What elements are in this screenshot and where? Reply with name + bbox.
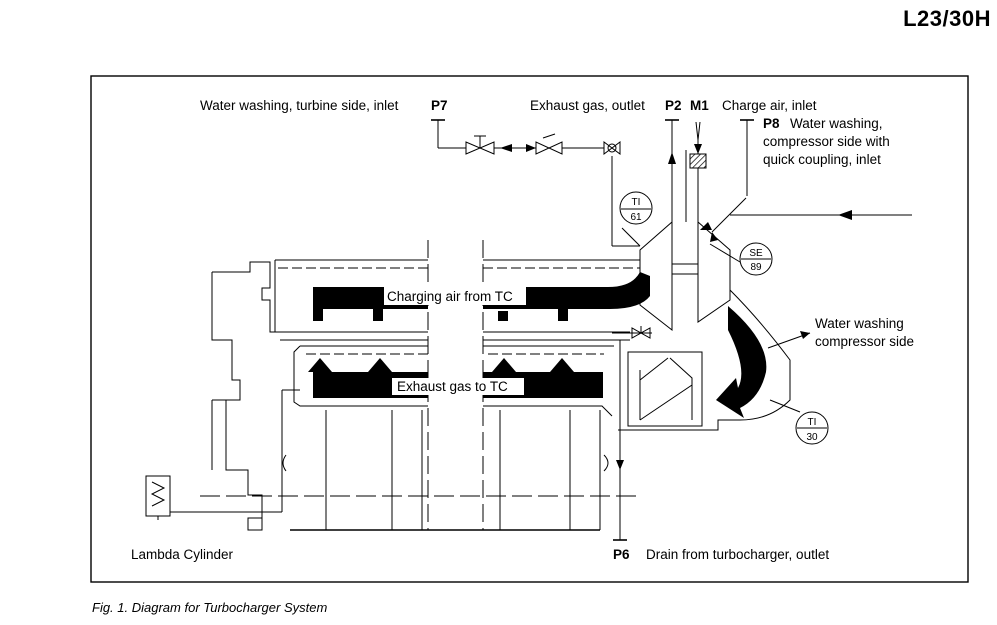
instrument-ti30: TI 30 <box>795 411 829 445</box>
instrument-ti61: TI 61 <box>619 191 653 225</box>
label-lambda: Lambda Cylinder <box>131 547 234 562</box>
label-p8-line1: Water washing, <box>790 116 883 131</box>
flow-arrows <box>500 144 852 470</box>
svg-text:89: 89 <box>750 262 762 273</box>
engine-outline <box>200 240 640 531</box>
compressor-flow-arrow <box>716 306 767 418</box>
label-p7-code: P7 <box>431 98 448 113</box>
label-p2-code: P2 <box>665 98 682 113</box>
label-ww-compressor-1: Water washing <box>815 316 904 331</box>
valves <box>465 133 651 339</box>
svg-text:SE: SE <box>749 248 763 259</box>
diagram-frame <box>90 75 969 583</box>
turbocharger <box>612 150 791 431</box>
svg-text:61: 61 <box>630 212 642 223</box>
label-m1-code: M1 <box>690 98 709 113</box>
label-p7-text: Water washing, turbine side, inlet <box>200 98 399 113</box>
svg-text:TI: TI <box>808 417 817 428</box>
svg-text:TI: TI <box>632 197 641 208</box>
label-charge-air: Charge air, inlet <box>722 98 817 113</box>
m1-sensor <box>689 121 707 169</box>
figure-caption: Fig. 1. Diagram for Turbocharger System <box>92 600 328 615</box>
label-p8-line3: quick coupling, inlet <box>763 152 881 167</box>
svg-text:30: 30 <box>806 432 818 443</box>
instrument-se89: SE 89 <box>739 242 773 276</box>
label-p8-line2: compressor side with <box>763 134 890 149</box>
lambda-sensor <box>145 475 171 520</box>
label-ww-compressor-2: compressor side <box>815 334 914 349</box>
piping <box>170 119 912 541</box>
label-p6-code: P6 <box>613 547 630 562</box>
label-p6-text: Drain from turbocharger, outlet <box>646 547 829 562</box>
label-charging-air: Charging air from TC <box>387 289 513 304</box>
label-exhaust-outlet: Exhaust gas, outlet <box>530 98 645 113</box>
label-exhaust-to-tc: Exhaust gas to TC <box>397 379 508 394</box>
label-p8-code: P8 <box>763 116 780 131</box>
document-id: L23/30H <box>903 6 991 31</box>
